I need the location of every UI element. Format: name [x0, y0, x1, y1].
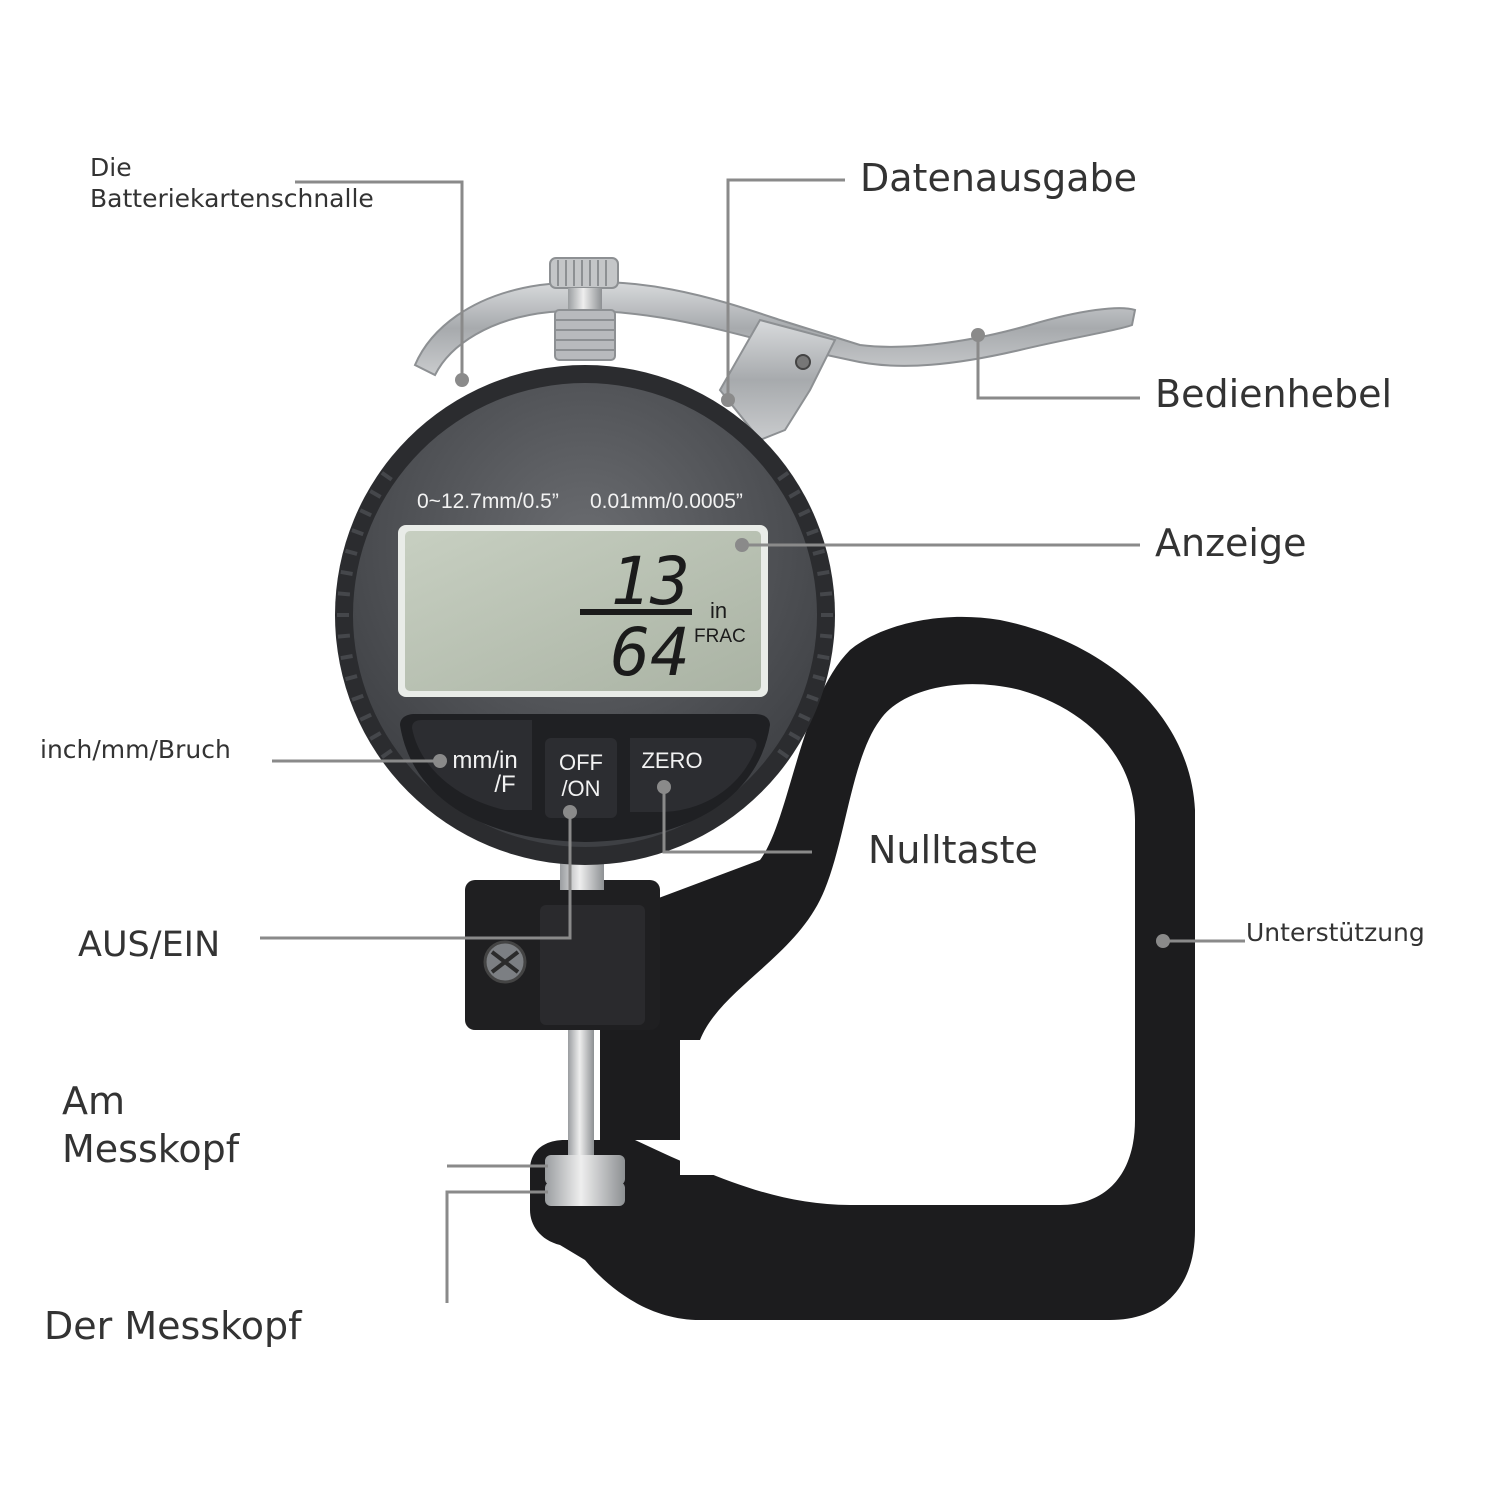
knurled-knob: [549, 257, 619, 289]
spindle-block-inset: [540, 905, 645, 1025]
leader-lever: [976, 335, 1140, 400]
grip-tick: [340, 569, 353, 576]
upper-contact-head: [545, 1155, 625, 1185]
leader-data-output: [726, 178, 845, 400]
top-stem: [568, 288, 602, 310]
unit-button-label-1[interactable]: mm/in: [452, 747, 517, 774]
grip-tick: [337, 633, 351, 639]
threaded-collar: [554, 309, 616, 361]
unit-button-label-2[interactable]: /F: [494, 771, 515, 798]
power-button-shape[interactable]: [545, 738, 617, 818]
dot-support: [1156, 934, 1170, 948]
grip-tick: [359, 712, 372, 722]
power-button-label-2[interactable]: /ON: [561, 776, 600, 801]
dot-zero: [657, 780, 671, 794]
grip-tick: [819, 591, 833, 597]
range-spec: 0~12.7mm/0.5”: [417, 490, 559, 513]
label-battery-clip: Die Batteriekartenschnalle: [90, 153, 374, 214]
zero-button-label[interactable]: ZERO: [641, 748, 702, 773]
grip-tick: [798, 508, 811, 518]
spindle-rod: [568, 1030, 594, 1160]
grip-tick: [337, 591, 351, 597]
dot-display: [735, 538, 749, 552]
power-button[interactable]: OFF /ON: [545, 738, 617, 818]
grip-tick: [340, 654, 353, 661]
frame-inner-cutout: [680, 1040, 880, 1175]
label-display: Anzeige: [1155, 521, 1307, 565]
pivot-screw-icon: [795, 354, 811, 370]
label-anvil: Am Messkopf: [62, 1079, 240, 1171]
lcd-numerator: 13: [611, 543, 690, 620]
leader-head: [445, 1190, 548, 1303]
label-support: Unterstützung: [1246, 918, 1425, 947]
grip-tick: [344, 674, 358, 682]
fraction-bar: [580, 609, 692, 615]
knob-knurl: [557, 260, 607, 286]
grip-tick: [351, 693, 364, 702]
grip-tick: [777, 471, 790, 482]
label-head: Der Messkopf: [44, 1304, 302, 1348]
label-zero-button: Nulltaste: [868, 828, 1038, 872]
grip-tick: [369, 731, 382, 741]
grip-tick: [817, 569, 830, 576]
grip-tick: [344, 548, 358, 556]
grip-tick: [380, 748, 393, 759]
lever-bracket: [718, 318, 837, 442]
label-power-button: AUS/EIN: [78, 925, 221, 965]
dial-indicator: 0~12.7mm/0.5” 0.01mm/0.0005” 13 64 in FR…: [335, 365, 835, 865]
grip-tick: [817, 654, 830, 661]
lcd-unit: in: [710, 598, 727, 623]
label-data-output: Datenausgabe: [860, 156, 1137, 200]
dot-power: [563, 805, 577, 819]
leader-lines: [260, 178, 1245, 1303]
grip-tick: [806, 693, 819, 702]
leader-battery: [295, 180, 464, 380]
collar-threads: [555, 319, 615, 351]
screw-slot: [490, 950, 520, 974]
operating-lever: [413, 257, 1137, 442]
resolution-spec: 0.01mm/0.0005”: [590, 490, 743, 513]
grip-tick: [812, 674, 826, 682]
dot-lever: [971, 328, 985, 342]
leader-zero: [662, 787, 812, 854]
leader-dots: [433, 328, 1170, 948]
grip-tick: [777, 748, 790, 759]
lcd-mode: FRAC: [694, 626, 746, 647]
spindle-assembly: [545, 850, 625, 1206]
lcd-denominator: 64: [611, 614, 690, 691]
grip-tick: [369, 489, 382, 499]
grip-tick: [788, 731, 801, 741]
dot-data-output: [721, 393, 735, 407]
grip-tick: [806, 528, 819, 537]
frame-body: [465, 616, 1195, 1320]
power-button-label-1[interactable]: OFF: [559, 750, 603, 775]
dot-battery: [455, 373, 469, 387]
lower-contact-anvil: [545, 1182, 625, 1206]
label-lever: Bedienhebel: [1155, 372, 1393, 416]
grip-tick: [812, 548, 826, 556]
bezel-grip: [337, 471, 833, 759]
label-unit-button: inch/mm/Bruch: [40, 735, 231, 764]
grip-tick: [788, 489, 801, 499]
grip-tick: [359, 508, 372, 518]
dot-unit: [433, 754, 447, 768]
grip-tick: [380, 471, 393, 482]
grip-tick: [819, 633, 833, 639]
unit-button-shape[interactable]: [412, 720, 532, 810]
support-frame: [530, 616, 1195, 1320]
grip-tick: [351, 528, 364, 537]
leader-power: [260, 812, 572, 940]
unit-toggle-button[interactable]: mm/in /F: [412, 720, 532, 810]
grip-tick: [798, 712, 811, 722]
